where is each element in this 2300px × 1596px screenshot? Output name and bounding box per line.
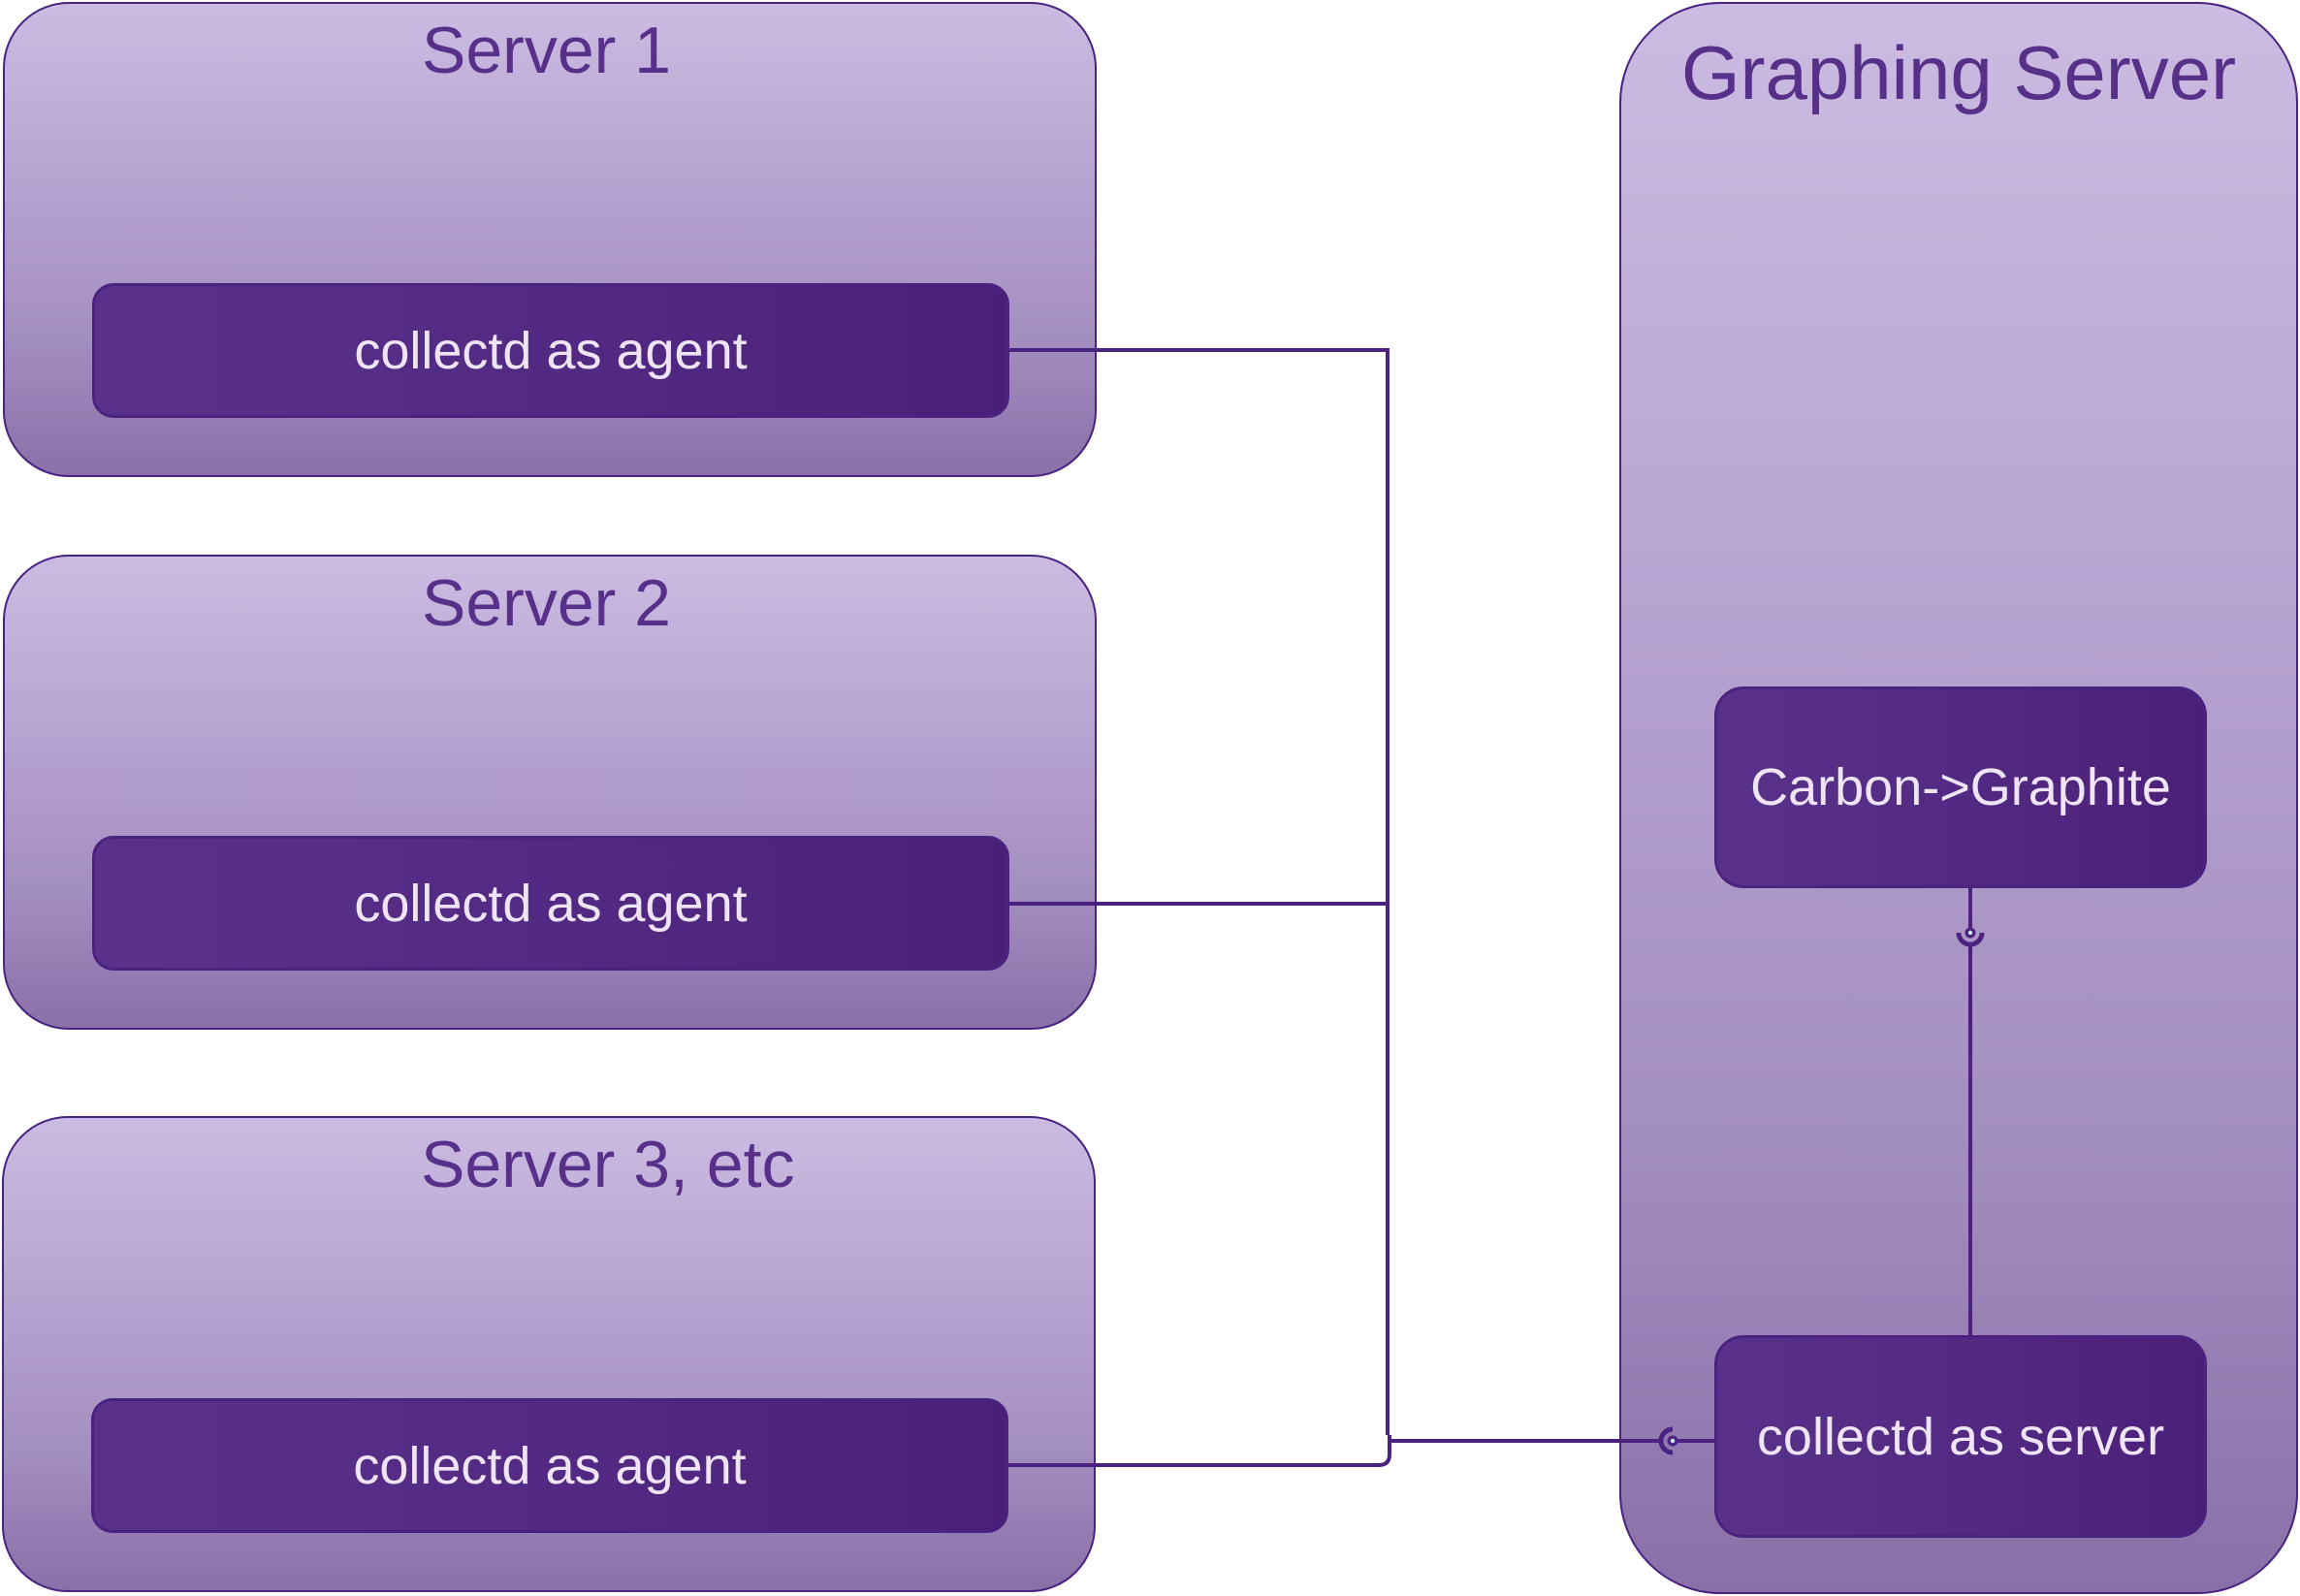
collectd-server-label: collectd as server	[1756, 1407, 2165, 1466]
carbon-graphite-component[interactable]: Carbon->Graphite	[1714, 686, 2207, 888]
server-3-collectd-agent-label: collectd as agent	[353, 1436, 747, 1495]
collectd-server-component[interactable]: collectd as server	[1714, 1335, 2207, 1538]
server-2-collectd-agent-label: collectd as agent	[354, 874, 748, 933]
server-1-title: Server 1	[422, 14, 671, 87]
server-2-node[interactable]: Server 2 collectd as agent	[3, 555, 1097, 1030]
server-3-collectd-agent[interactable]: collectd as agent	[91, 1398, 1008, 1533]
carbon-graphite-label: Carbon->Graphite	[1750, 758, 2171, 816]
server-2-title: Server 2	[422, 566, 671, 640]
server-3-node[interactable]: Server 3, etc collectd as agent	[2, 1116, 1096, 1592]
server-1-collectd-agent-label: collectd as agent	[354, 321, 748, 380]
server-1-node[interactable]: Server 1 collectd as agent	[3, 2, 1097, 477]
graphing-server-title: Graphing Server	[1680, 30, 2237, 115]
server-1-collectd-agent[interactable]: collectd as agent	[92, 283, 1009, 418]
server-2-collectd-agent[interactable]: collectd as agent	[92, 836, 1009, 971]
graphing-server-node[interactable]: Graphing Server Carbon->Graphite collect…	[1619, 2, 2298, 1594]
server-3-title: Server 3, etc	[421, 1128, 795, 1201]
